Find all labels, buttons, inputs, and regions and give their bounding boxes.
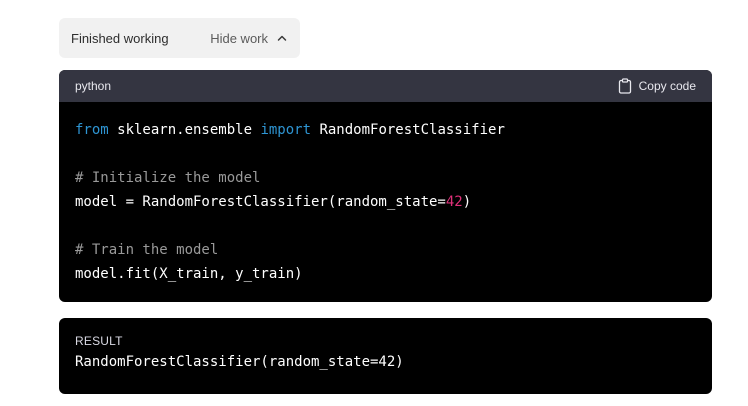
code-keyword: import [260,122,312,138]
code-header: python Copy code [59,70,712,102]
code-text: sklearn.ensemble [108,122,261,138]
code-number: 42 [445,194,463,210]
hide-work-label: Hide work [210,30,268,46]
code-line-1: from sklearn.ensemble import RandomFores… [75,118,696,142]
code-text: model = RandomForestClassifier(random_st… [75,194,446,210]
code-content[interactable]: from sklearn.ensemble import RandomFores… [59,102,712,286]
clipboard-icon [618,78,631,94]
code-line-4: model = RandomForestClassifier(random_st… [75,190,696,214]
copy-code-label: Copy code [638,79,696,93]
copy-code-button[interactable]: Copy code [618,78,696,94]
result-block: RESULT RandomForestClassifier(random_sta… [59,318,712,394]
code-text: ) [462,194,472,210]
code-text: RandomForestClassifier [311,122,505,138]
work-status-bar: Finished working Hide work [59,18,300,58]
code-line-5 [75,214,696,238]
code-line-7: model.fit(X_train, y_train) [75,266,303,282]
code-language: python [75,79,112,93]
code-comment: # Train the model [75,242,219,258]
result-output[interactable]: RandomForestClassifier(random_state=42) [75,354,404,370]
hide-work-button[interactable]: Hide work [210,31,288,46]
code-keyword: from [75,122,109,138]
code-line-2 [75,142,696,166]
chevron-up-icon [277,35,287,41]
status-label: Finished working [71,30,169,46]
code-comment: # Initialize the model [75,170,261,186]
result-label: RESULT [75,334,123,348]
code-block: python Copy code from sklearn.ensemble i… [59,70,712,302]
